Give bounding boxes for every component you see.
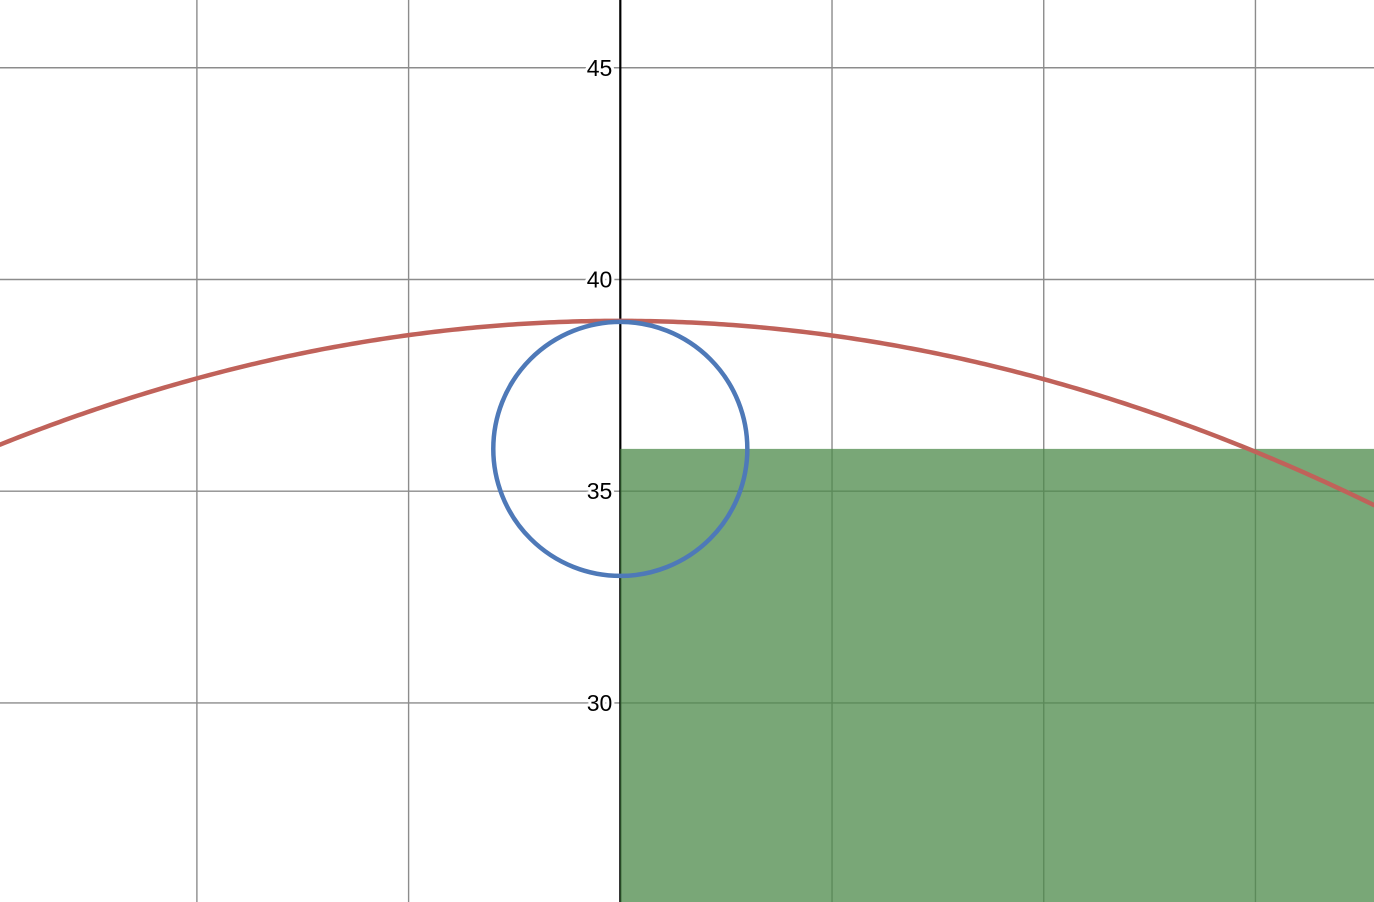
y-tick-label: 45 <box>587 55 613 81</box>
y-tick-label: 35 <box>587 478 613 504</box>
shaded-region[interactable] <box>620 448 1374 902</box>
y-tick-label-halo: 30 <box>587 690 613 716</box>
y-tick-label-halo: 45 <box>587 55 613 81</box>
y-tick-label-halo: 40 <box>587 266 613 292</box>
circle-curve[interactable] <box>491 319 750 579</box>
parabola-curve[interactable] <box>0 318 1374 508</box>
y-tick-label: 40 <box>587 266 613 292</box>
curve-layer <box>0 318 1374 902</box>
y-tick-label-halo: 35 <box>587 478 613 504</box>
y-tick-label: 30 <box>587 690 613 716</box>
